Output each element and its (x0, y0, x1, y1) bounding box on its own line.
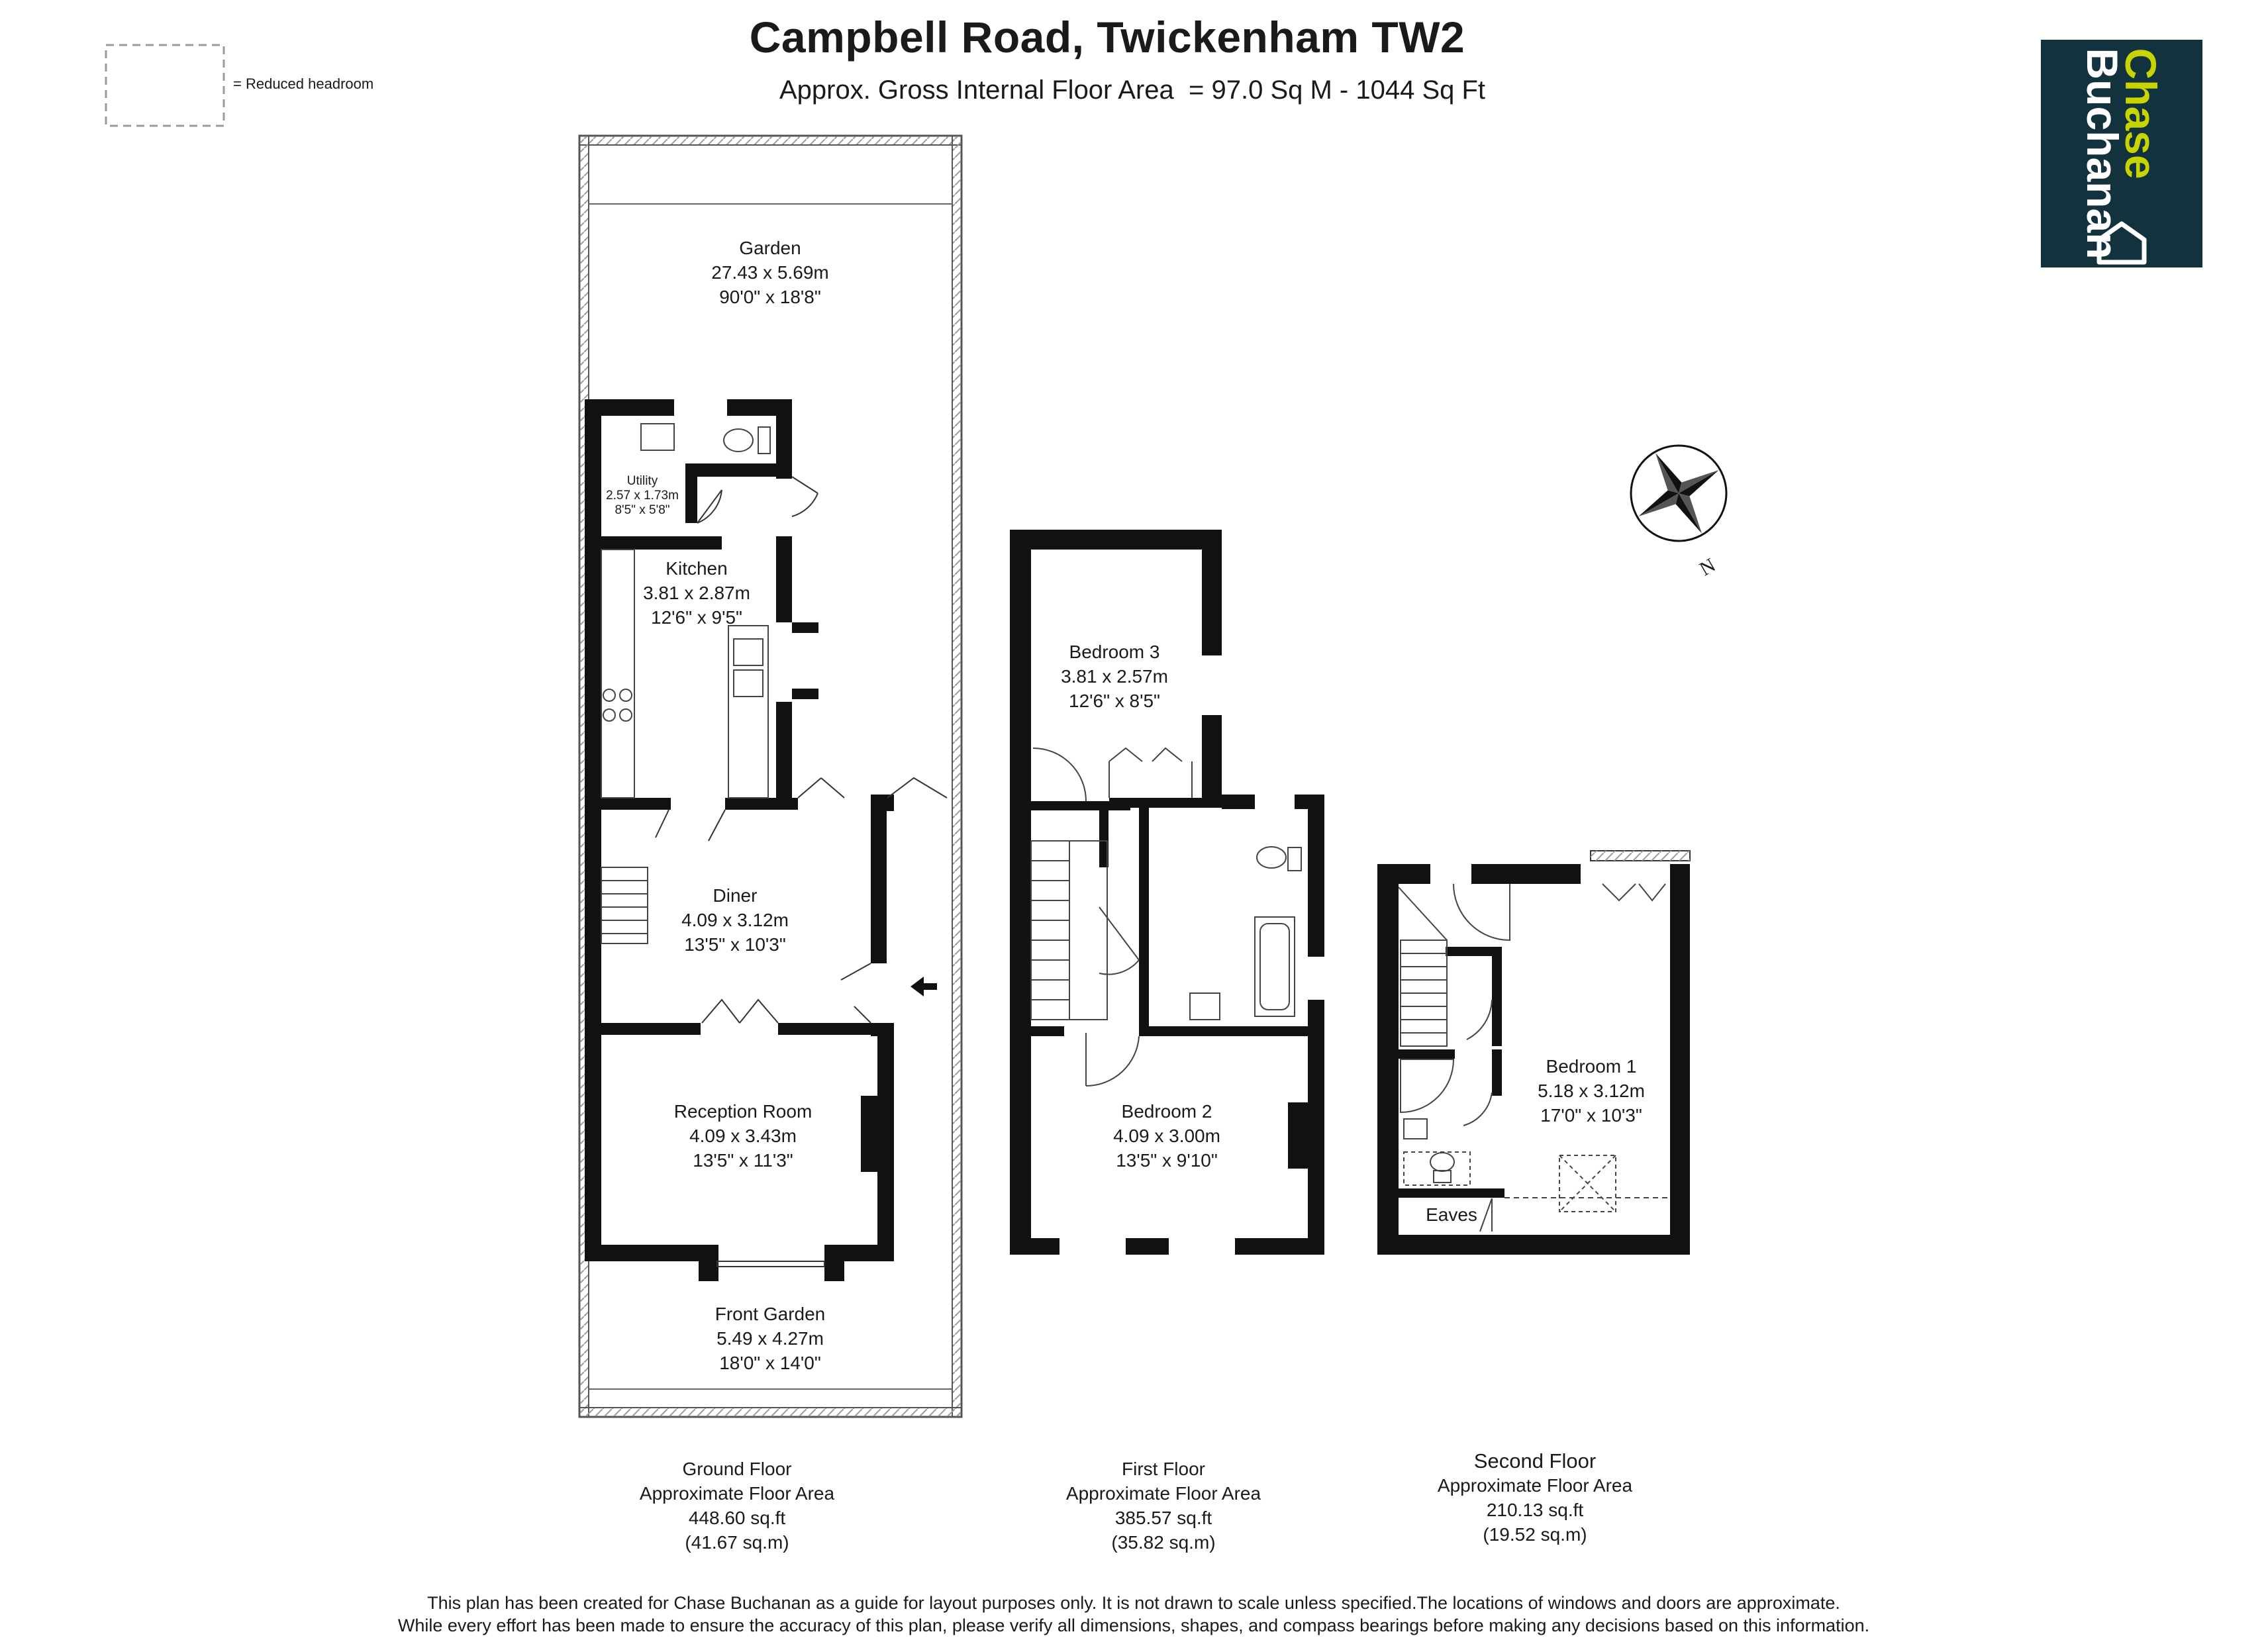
area-summary-label: Approx. Gross Internal Floor Area (779, 75, 1174, 105)
room-label-garden: Garden 27.43 x 5.69m 90'0" x 18'8" (711, 238, 829, 307)
room-label-front-garden: Front Garden 5.49 x 4.27m 18'0" x 14'0" (715, 1304, 826, 1373)
room-label-reception: Reception Room 4.09 x 3.43m 13'5" x 11'3… (673, 1101, 813, 1171)
room-label-utility: Utility 2.57 x 1.73m 8'5" x 5'8" (606, 474, 679, 517)
compass-rose-icon (1630, 444, 1728, 542)
room-label-bedroom3: Bedroom 3 3.81 x 2.57m 12'6" x 8'5" (1061, 642, 1168, 711)
first-floor-plan (1010, 530, 1324, 1255)
floor-summary-second: Second Floor Approximate Floor Area 210.… (1437, 1449, 1633, 1545)
room-label-bedroom1: Bedroom 1 5.18 x 3.12m 17'0" x 10'3" (1538, 1056, 1645, 1126)
floor-summary-first: First Floor Approximate Floor Area 385.5… (1065, 1459, 1261, 1553)
page-title: Campbell Road, Twickenham TW2 (750, 12, 1465, 62)
title-postcode: TW2 (1371, 13, 1465, 62)
disclaimer-line2: While every effort has been made to ensu… (397, 1616, 1870, 1635)
garden-boundary (578, 134, 963, 1418)
house-icon (2096, 221, 2147, 265)
room-label-kitchen: Kitchen 3.81 x 2.87m 12'6" x 9'5" (643, 558, 750, 628)
room-label-eaves: Eaves (1426, 1204, 1477, 1225)
area-summary: Approx. Gross Internal Floor Area = 97.0… (779, 75, 1485, 105)
floor-summary-ground: Ground Floor Approximate Floor Area 448.… (639, 1459, 835, 1553)
chase-buchanan-logo: Chase Buchanan (2041, 40, 2202, 267)
disclaimer: This plan has been created for Chase Buc… (398, 1592, 1869, 1637)
second-floor-plan (1377, 850, 1691, 1255)
room-label-diner: Diner 4.09 x 3.12m 13'5" x 10'3" (681, 885, 789, 955)
ground-floor-plan (578, 134, 963, 1418)
legend-label: = Reduced headroom (233, 75, 374, 92)
disclaimer-line1: This plan has been created for Chase Buc… (427, 1593, 1840, 1613)
title-street: Campbell Road, Twickenham (749, 13, 1359, 62)
entrance-arrow-icon (911, 977, 937, 996)
reduced-headroom-swatch (105, 44, 225, 127)
area-summary-value: = 97.0 Sq M - 1044 Sq Ft (1189, 75, 1486, 105)
room-label-bedroom2: Bedroom 2 4.09 x 3.00m 13'5" x 9'10" (1113, 1101, 1220, 1171)
